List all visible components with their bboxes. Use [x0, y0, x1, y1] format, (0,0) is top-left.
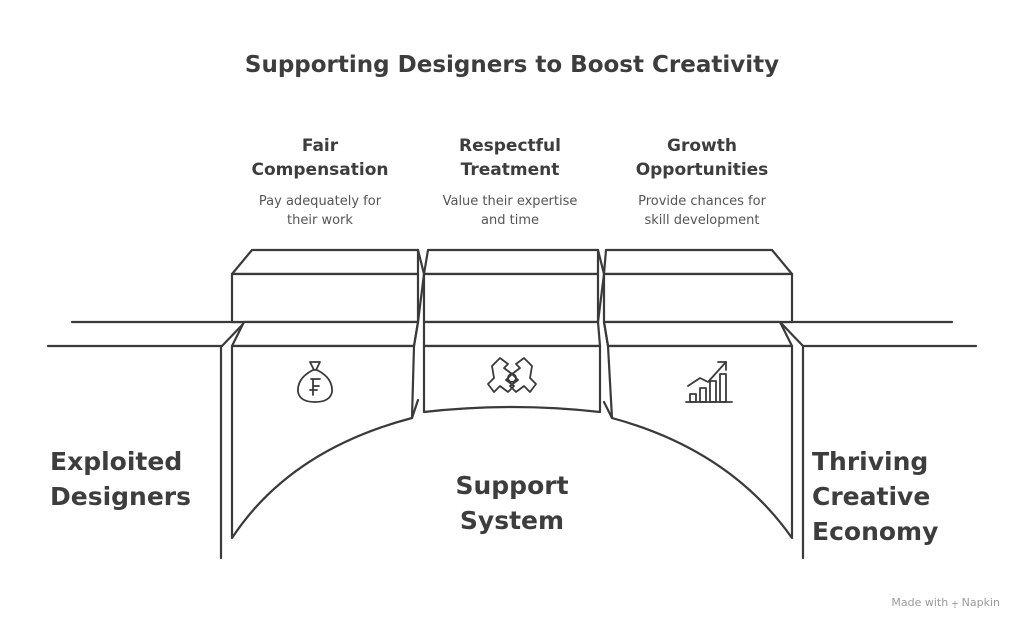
page-title: Supporting Designers to Boost Creativity — [244, 52, 780, 78]
arch-left — [230, 344, 416, 540]
arch-right — [606, 344, 794, 540]
pillar-heading-respectful-treatment: Respectful Treatment — [459, 136, 561, 180]
napkin-logo-icon: ⨥ — [951, 596, 959, 609]
money-bag-icon — [297, 361, 333, 403]
made-with-label: Made with — [891, 596, 949, 609]
block-right-top — [602, 248, 794, 276]
pillar-desc-fair-compensation: Pay adequately for their work — [258, 194, 382, 228]
block-left-front — [230, 272, 420, 324]
block-right-front — [602, 272, 794, 324]
right-label-thriving-creative-economy: Thriving Creative Economy — [812, 447, 939, 546]
left-label-exploited-designers: Exploited Designers — [50, 447, 192, 511]
lower-mid-top — [422, 320, 602, 348]
pillar-heading-fair-compensation: Fair Compensation — [251, 136, 389, 180]
handshake-icon — [487, 357, 537, 393]
growth-chart-icon — [685, 361, 733, 403]
pillar-desc-respectful-treatment: Value their expertise and time — [442, 194, 578, 228]
pillar-desc-growth-opportunities: Provide chances for skill development — [638, 194, 766, 228]
cliff-right-edge — [778, 320, 805, 348]
block-left-top — [230, 248, 420, 276]
napkin-brand-label: Napkin — [961, 596, 1000, 609]
arch-mid — [422, 344, 602, 414]
block-mid-top — [422, 248, 600, 276]
pillar-heading-growth-opportunities: Growth Opportunities — [635, 136, 769, 180]
lower-right-top — [602, 320, 794, 348]
lower-left-top — [230, 320, 420, 348]
center-label-support-system: Support System — [455, 471, 569, 535]
block-mid-front — [422, 272, 600, 324]
made-with-napkin-footer: Made with ⨥ Napkin — [891, 596, 1000, 610]
